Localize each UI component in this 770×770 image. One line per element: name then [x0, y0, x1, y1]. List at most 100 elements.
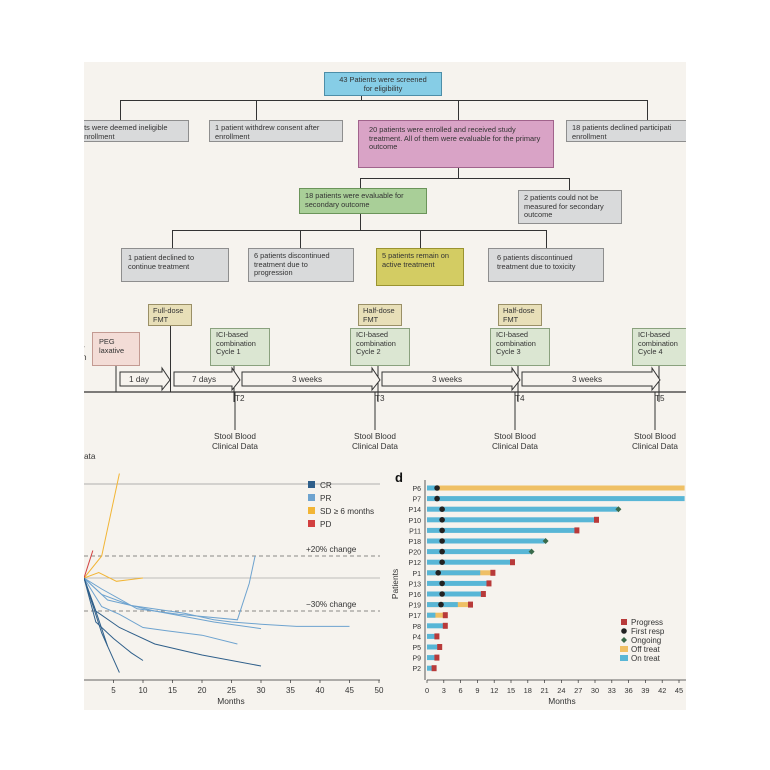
interval-3weeks-label: 3 weeks — [432, 375, 463, 384]
reference-label: −30% change — [306, 600, 357, 609]
first-response-marker — [439, 517, 445, 523]
on-treatment-bar — [427, 506, 618, 512]
patient-label: P14 — [409, 507, 422, 514]
patient-label: P18 — [409, 539, 422, 546]
flow-connector — [647, 100, 648, 120]
response-line — [84, 577, 109, 647]
evaluable-box: 18 patients were evaluable for secondary… — [299, 188, 427, 214]
patient-label: P17 — [409, 613, 422, 620]
timepoint-t4: T4 — [515, 394, 525, 403]
declined-continue-box: 1 patient declined to continue treatment — [121, 248, 229, 282]
interval-1day-label: 1 day — [129, 375, 150, 384]
timeline-arrows — [84, 366, 686, 430]
first-response-marker — [434, 495, 440, 502]
left-cut-text: r n — [84, 344, 87, 362]
flow-connector — [458, 168, 459, 178]
declined-box: 18 patients declined participati enrollm… — [566, 120, 686, 142]
legend-label: Off treat — [631, 645, 661, 654]
first-response-marker — [435, 570, 441, 576]
interval-arrow-3weeks-3 — [521, 366, 661, 392]
panel-label-d: d — [395, 470, 403, 485]
left-cut-samples: ata — [84, 452, 96, 461]
flow-connector — [546, 230, 547, 248]
cycle-3-box: ICI-based combination Cycle 3 — [490, 328, 550, 366]
response-line — [84, 577, 120, 673]
flow-connector — [172, 230, 547, 231]
flow-connector — [360, 178, 361, 188]
patient-label: P10 — [409, 518, 422, 525]
timepoint-t2: T2 — [235, 394, 245, 403]
on-treatment-bar — [427, 538, 545, 544]
patient-label: P7 — [412, 497, 421, 504]
patient-label: P9 — [412, 656, 421, 663]
x-tick-label: 30 — [257, 686, 266, 695]
x-tick-label: 42 — [658, 686, 666, 695]
x-tick-label: 39 — [641, 686, 649, 695]
on-treatment-bar — [427, 612, 436, 618]
not-measured-box: 2 patients could not be measured for sec… — [518, 190, 622, 224]
x-tick-label: 33 — [608, 686, 616, 695]
response-line — [84, 577, 238, 645]
toxicity-box: 6 patients discontinued treatment due to… — [488, 248, 604, 282]
on-treatment-bar — [427, 517, 595, 523]
response-line — [84, 577, 350, 627]
legend-treatment-swatch — [620, 646, 628, 652]
flow-connector — [360, 178, 570, 179]
cycle-2-box: ICI-based combination Cycle 2 — [350, 328, 410, 366]
response-line — [84, 473, 120, 579]
x-tick-label: 10 — [139, 686, 148, 695]
flow-connector — [256, 100, 257, 120]
first-response-marker — [439, 559, 445, 565]
flow-connector — [458, 100, 459, 120]
x-tick-label: 20 — [198, 686, 207, 695]
progression-box: 6 patients discontinued treatment due to… — [248, 248, 354, 282]
patient-label: P16 — [409, 592, 422, 599]
swimmer-plot: P6P7P14P10P11P18P20P12P1P13P16P19P17P8P4… — [390, 480, 686, 706]
timepoint-t5: T5 — [655, 394, 665, 403]
legend-progress-swatch — [621, 619, 627, 625]
ongoing-marker — [528, 548, 535, 555]
on-treatment-bar — [427, 527, 576, 533]
progress-marker — [490, 569, 496, 576]
legend-swatch — [308, 520, 315, 527]
progress-marker — [486, 580, 492, 587]
legend-first-response-swatch — [621, 628, 627, 634]
first-response-marker — [439, 527, 445, 534]
progress-marker — [442, 612, 448, 619]
x-tick-label: 21 — [540, 686, 548, 695]
samples-label: Stool Blood Clinical Data — [492, 432, 538, 451]
remain-active-box: 5 patients remain on active treatment — [376, 248, 464, 286]
x-tick-label: 9 — [475, 686, 479, 695]
patient-label: P13 — [409, 581, 422, 588]
progress-marker — [594, 516, 599, 523]
legend-swatch — [308, 481, 315, 488]
on-treatment-bar — [427, 580, 488, 586]
legend-label: SD ≥ 6 months — [320, 507, 374, 516]
legend-swatch — [308, 494, 315, 501]
first-response-marker — [438, 601, 444, 608]
interval-arrow-1day — [119, 366, 171, 392]
x-tick-label: 0 — [425, 686, 429, 695]
progress-marker — [437, 644, 443, 650]
ongoing-marker — [542, 538, 549, 544]
legend-label: CR — [320, 481, 332, 490]
progress-marker — [480, 591, 486, 597]
interval-arrow-3weeks-2 — [381, 366, 521, 392]
on-treatment-bar — [427, 655, 436, 661]
patient-label: P5 — [412, 645, 421, 652]
x-axis-title: Months — [548, 696, 575, 706]
legend-treatment-swatch — [620, 655, 628, 661]
patient-label: P2 — [412, 666, 421, 673]
patient-label: P1 — [412, 571, 421, 578]
interval-7days-label: 7 days — [192, 375, 217, 384]
fmt-stem — [170, 326, 171, 392]
patient-label: P11 — [409, 528, 421, 535]
progress-marker — [434, 654, 440, 661]
x-tick-label: 25 — [227, 686, 236, 695]
progress-marker — [442, 622, 448, 629]
on-treatment-bar — [427, 591, 482, 597]
on-treatment-bar — [427, 633, 436, 639]
x-tick-label: 15 — [168, 686, 177, 695]
legend-label: Ongoing — [631, 636, 661, 645]
patient-label: P4 — [412, 634, 421, 641]
